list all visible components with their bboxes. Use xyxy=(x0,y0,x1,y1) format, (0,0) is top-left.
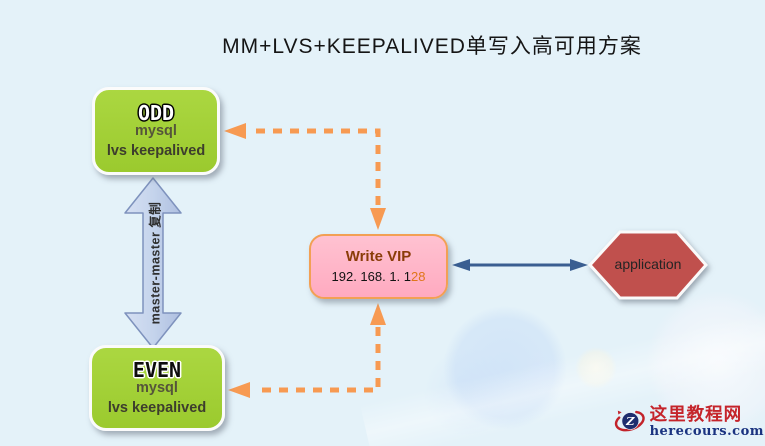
write-vip-ip-main: 192. 168. 1. 1 xyxy=(331,269,412,284)
page-title: MM+LVS+KEEPALIVED单写入高可用方案 xyxy=(222,35,642,58)
vip-top-arrowhead-icon xyxy=(370,208,386,230)
watermark-site-name: 这里教程网 xyxy=(649,403,743,424)
logo-monogram: Z xyxy=(625,414,635,428)
site-logo-icon: Z xyxy=(614,410,645,432)
odd-arrowhead-icon xyxy=(224,123,246,139)
node-even-subtitle: mysql xyxy=(136,379,178,396)
node-odd-title: ODD xyxy=(137,100,175,125)
application-hexagon xyxy=(587,230,708,300)
site-watermark[interactable]: Z 这里教程网 herecours.com xyxy=(614,396,764,446)
vip-bottom-arrowhead-icon xyxy=(370,303,386,325)
replication-label: master-master 复制 xyxy=(148,201,163,325)
logo-spark-icon xyxy=(617,410,622,415)
write-vip-ip: 192. 168. 1. 128 xyxy=(332,268,426,285)
watermark-text: 这里教程网 herecours.com xyxy=(650,404,764,439)
vip-to-odd-connector xyxy=(256,128,381,206)
watermark-site-domain: herecours.com xyxy=(649,423,764,439)
even-arrowhead-icon xyxy=(228,382,250,398)
write-vip-title: Write VIP xyxy=(345,248,412,265)
node-even-subtitle2: lvs keepalived xyxy=(107,399,207,416)
node-odd: ODD mysql lvs keepalived xyxy=(92,87,220,175)
node-write-vip: Write VIP 192. 168. 1. 128 xyxy=(309,234,448,299)
vip-to-even-connector xyxy=(256,327,381,393)
node-even-title: EVEN xyxy=(132,357,182,382)
node-odd-subtitle: mysql xyxy=(135,122,177,139)
blue-left-arrowhead-icon xyxy=(452,259,470,271)
node-application-label: application xyxy=(614,256,682,272)
node-odd-subtitle2: lvs keepalived xyxy=(106,142,206,159)
node-even: EVEN mysql lvs keepalived xyxy=(89,345,225,431)
blue-right-arrowhead-icon xyxy=(570,259,588,271)
write-vip-ip-highlight: 28 xyxy=(411,269,426,284)
